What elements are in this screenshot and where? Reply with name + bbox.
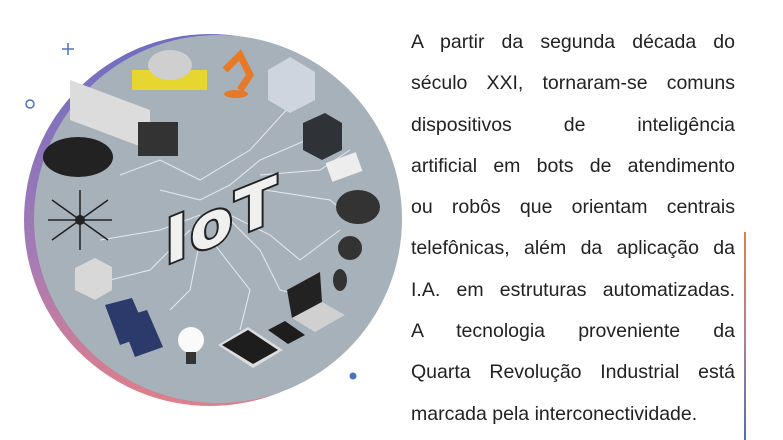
device-smartphone bbox=[268, 321, 305, 344]
paragraph-line: A partir da segunda década do bbox=[411, 31, 735, 53]
iot-illustration: IoT bbox=[24, 34, 402, 406]
device-car bbox=[43, 137, 113, 177]
ring-decoration-icon bbox=[25, 99, 35, 109]
device-solar-panels bbox=[105, 298, 163, 357]
device-fitness-band bbox=[333, 269, 347, 291]
paragraph-line: artificial em bots de atendimento bbox=[411, 154, 735, 177]
device-laptop bbox=[287, 272, 345, 332]
paragraph-line: Quarta Revolução Industrial está bbox=[411, 361, 735, 384]
device-truck bbox=[70, 80, 178, 156]
device-robot-arm bbox=[222, 49, 255, 98]
paragraph-line: marcada pela interconectividade. bbox=[411, 402, 698, 425]
device-smartwatch bbox=[338, 236, 362, 260]
paragraph-line: ou robôs que orientam centrais bbox=[411, 196, 735, 219]
vertical-accent-line bbox=[744, 232, 746, 440]
device-battery-box bbox=[75, 258, 112, 300]
device-light-bulb bbox=[178, 327, 204, 364]
plus-decoration-icon bbox=[62, 43, 74, 55]
paragraph-line: A tecnologia proveniente da bbox=[411, 320, 735, 343]
body-paragraph: A partir da segunda década do século XXI… bbox=[411, 22, 735, 435]
paragraph-line: dispositivos de inteligência bbox=[411, 113, 735, 136]
device-engine bbox=[132, 50, 207, 90]
device-server bbox=[303, 113, 342, 160]
dot-decoration-icon bbox=[349, 372, 357, 380]
circuit-lines bbox=[99, 94, 356, 331]
device-drone bbox=[48, 190, 112, 250]
device-tablet bbox=[218, 327, 283, 368]
device-vr-headset bbox=[336, 190, 380, 224]
device-payment-terminal bbox=[325, 152, 363, 182]
paragraph-line: I.A. em estruturas automatizadas. bbox=[411, 278, 735, 301]
paragraph-line: telefônicas, além da aplicação da bbox=[411, 237, 735, 260]
device-printer bbox=[268, 57, 315, 113]
paragraph-line: século XXI, tornaram-se comuns bbox=[411, 72, 735, 95]
